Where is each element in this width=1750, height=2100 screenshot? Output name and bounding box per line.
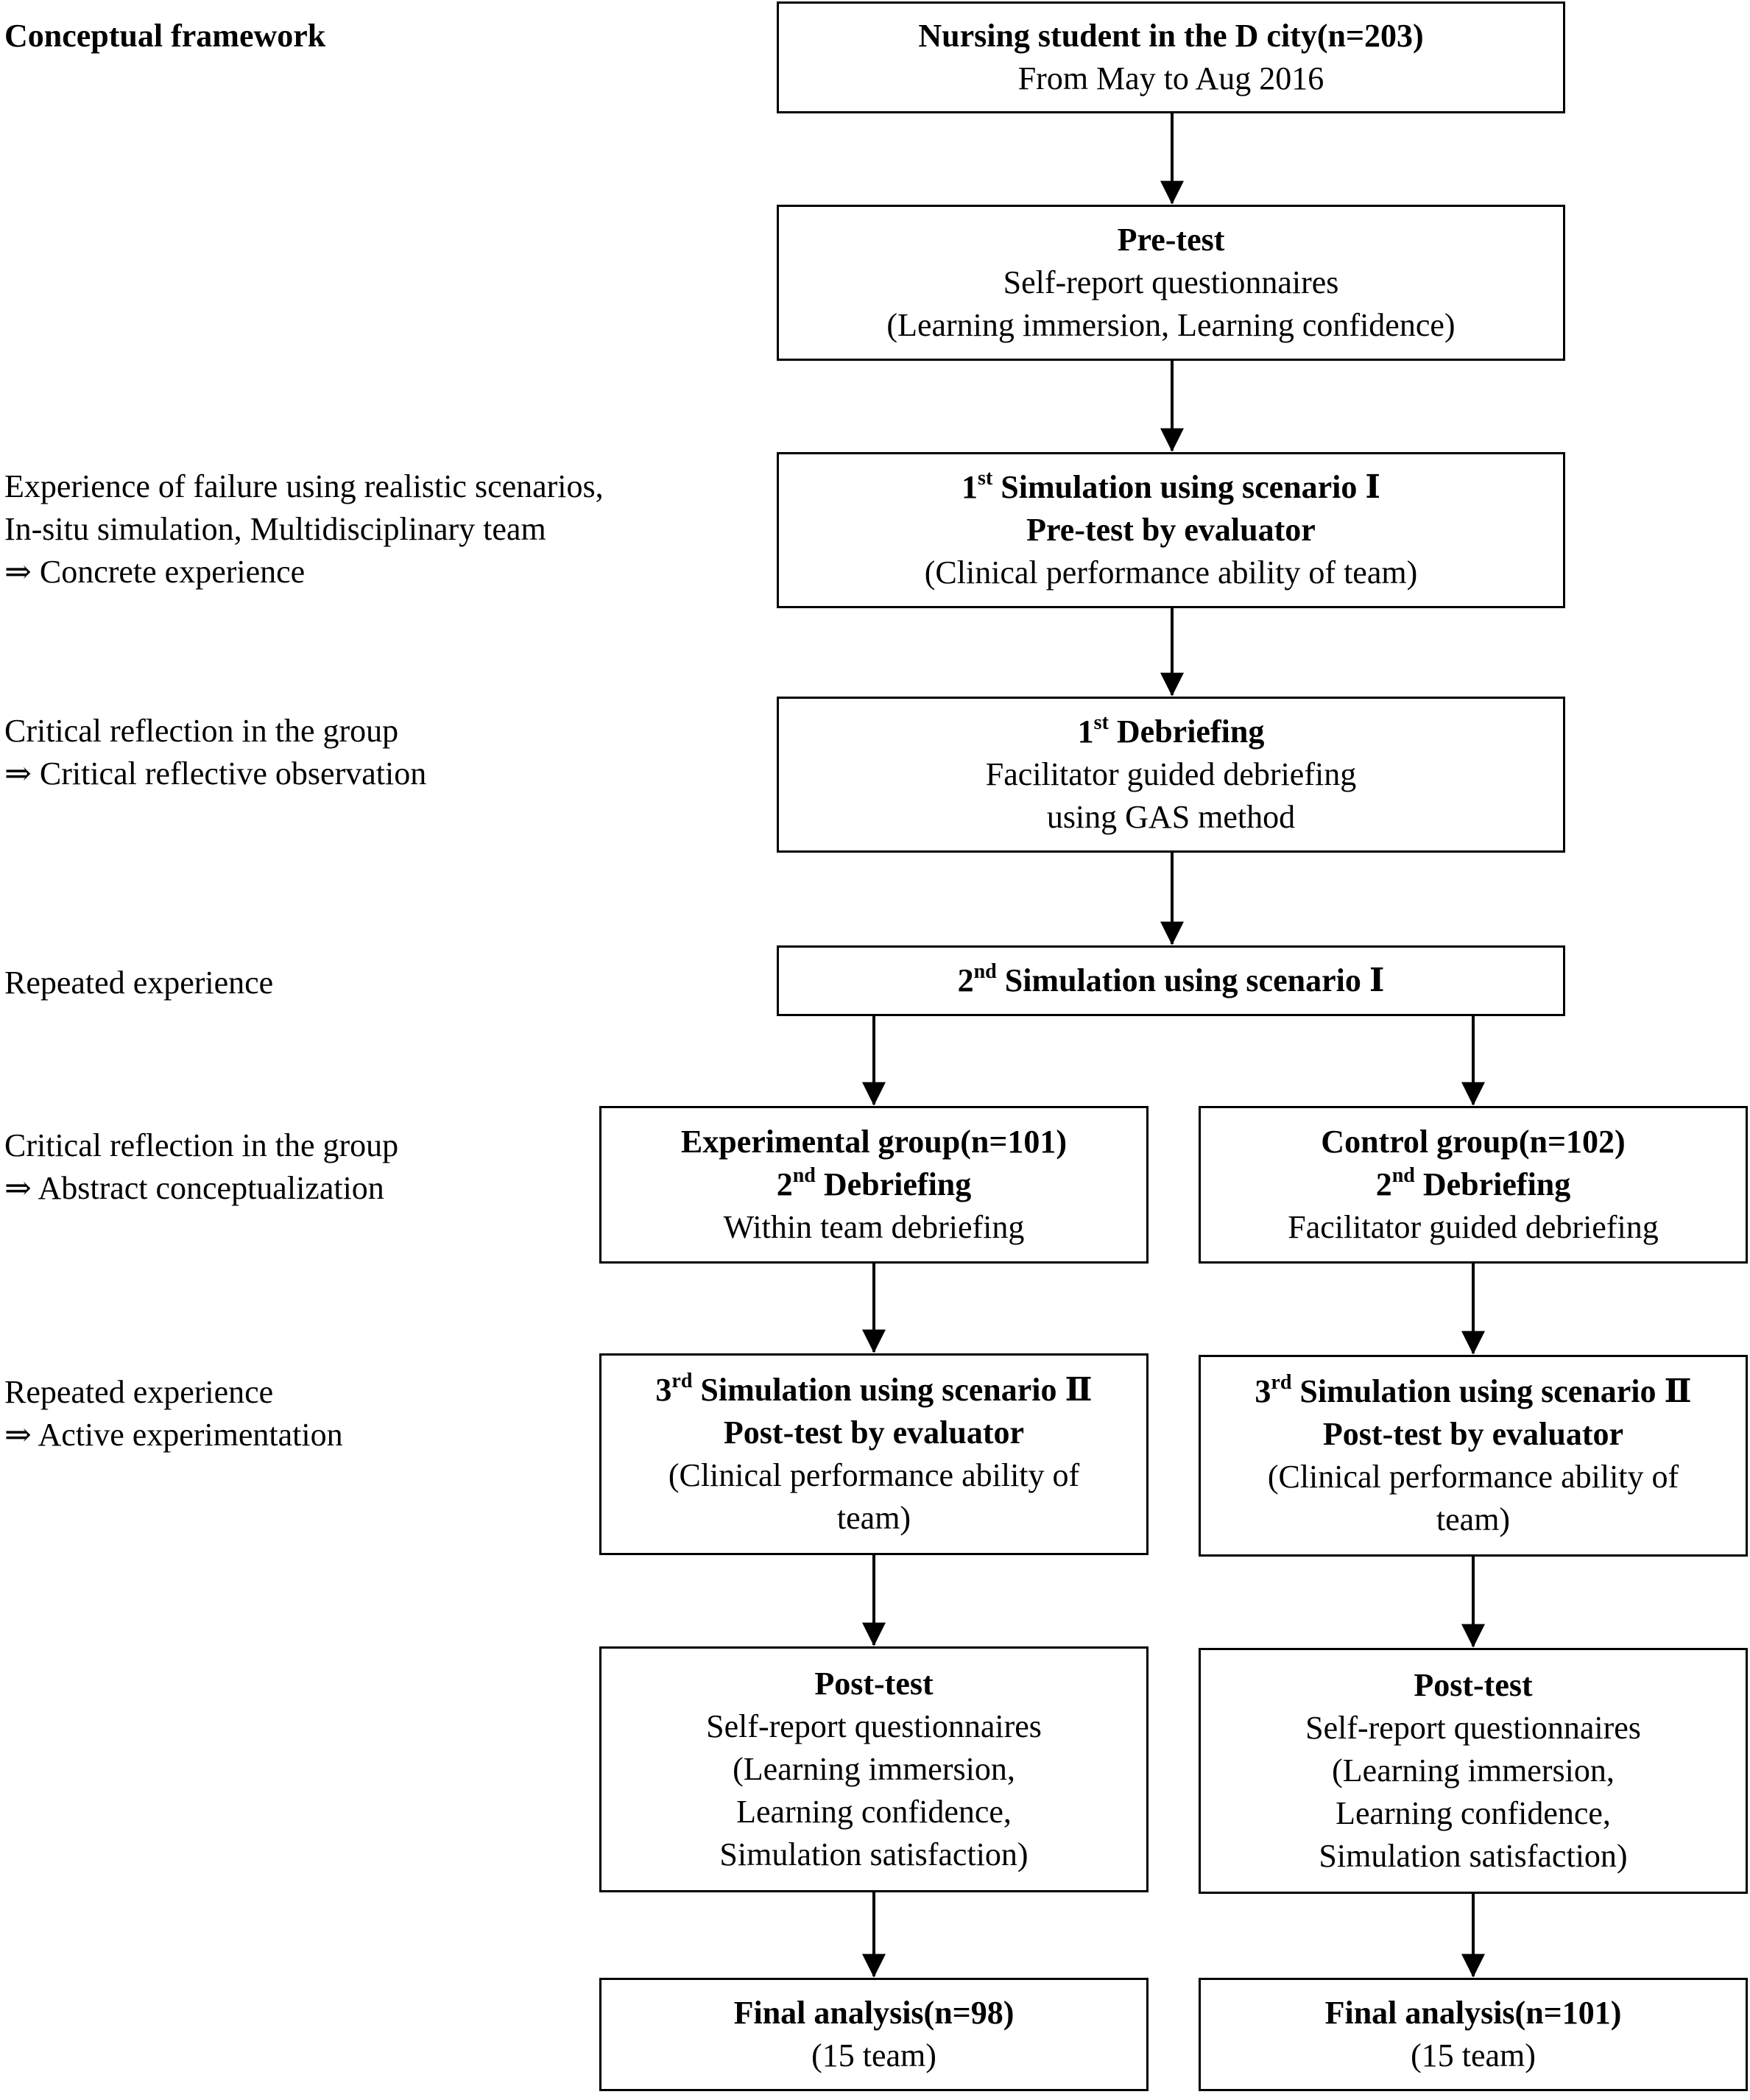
control-simulation-3-box: 3rd Simulation using scenario Ⅱ Post-tes… [1199, 1355, 1748, 1557]
simulation-2-box: 2nd Simulation using scenario Ⅰ [777, 945, 1565, 1016]
label-reflective-observation: Critical reflection in the group ⇒ Criti… [4, 713, 427, 792]
simulation-1-box: 1st Simulation using scenario Ⅰ Pre-test… [777, 452, 1565, 608]
framework-title: Conceptual framework [4, 18, 326, 54]
debriefing-1-box: 1st Debriefing Facilitator guided debrie… [777, 697, 1565, 853]
label-abstract-conceptualization: Critical reflection in the group ⇒ Abstr… [4, 1127, 399, 1206]
experimental-posttest-box: Post-test Self-report questionnaires (Le… [599, 1646, 1149, 1892]
label-concrete-experience: Experience of failure using realistic sc… [4, 468, 604, 590]
experimental-final-analysis-box: Final analysis(n=98) (15 team) [599, 1978, 1149, 2091]
control-posttest-box: Post-test Self-report questionnaires (Le… [1199, 1648, 1748, 1894]
control-group-box: Control group(n=102) 2nd Debriefing Faci… [1199, 1106, 1748, 1264]
control-final-analysis-box: Final analysis(n=101) (15 team) [1199, 1978, 1748, 2091]
experimental-group-box: Experimental group(n=101) 2nd Debriefing… [599, 1106, 1149, 1264]
enrollment-box: Nursing student in the D city(n=203) Fro… [777, 1, 1565, 113]
label-repeated-experience: Repeated experience [4, 965, 274, 1001]
label-active-experimentation: Repeated experience ⇒ Active experimenta… [4, 1374, 343, 1453]
experimental-simulation-3-box: 3rd Simulation using scenario Ⅱ Post-tes… [599, 1353, 1149, 1555]
pretest-box: Pre-test Self-report questionnaires (Lea… [777, 205, 1565, 361]
